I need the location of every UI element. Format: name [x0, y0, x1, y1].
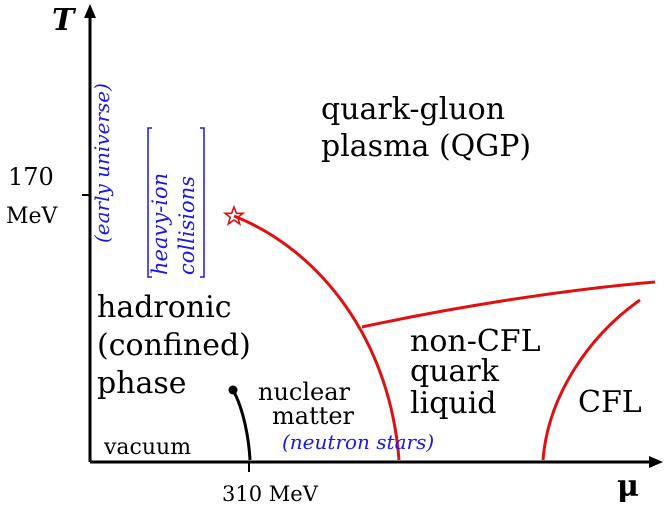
y-tick-value: 170 — [8, 163, 54, 191]
y-tick-unit: MeV — [6, 204, 58, 229]
noncfl-label-line3: liquid — [410, 386, 497, 421]
nuclear-matter-label-line2: matter — [272, 402, 355, 430]
early-universe-label: (early universe) — [90, 83, 114, 243]
noncfl-qgp-boundary — [361, 280, 656, 329]
noncfl-label-line1: non-CFL — [410, 324, 541, 359]
heavy-ion-label-line1: heavy-ion — [148, 172, 172, 275]
y-axis-arrow — [84, 4, 96, 18]
qgp-label-line2: plasma (QGP) — [321, 129, 532, 164]
qgp-label-line1: quark-gluon — [321, 92, 506, 127]
noncfl-label-line2: quark — [410, 354, 499, 389]
cfl-label: CFL — [578, 385, 642, 420]
nuclear-matter-line — [231, 389, 252, 461]
y-axis-label: T — [52, 3, 75, 38]
x-axis-arrow — [649, 456, 663, 468]
nuclear-matter-label-line1: nuclear — [258, 378, 351, 406]
x-axis-label: μ — [617, 469, 639, 504]
heavy-ion-brace — [147, 127, 205, 278]
hadron-qgp-boundary — [233, 214, 401, 461]
cfl-boundary — [541, 298, 641, 461]
hadronic-label-line2: (confined) — [97, 328, 251, 363]
vacuum-label: vacuum — [104, 435, 192, 460]
hadronic-label-line1: hadronic — [97, 290, 232, 325]
hadronic-label-line3: phase — [97, 366, 187, 401]
critical-point-star — [222, 204, 246, 226]
x-tick-label: 310 MeV — [222, 482, 318, 506]
heavy-ion-label-line2: collisions — [175, 176, 199, 275]
neutron-stars-label: (neutron stars) — [282, 430, 435, 454]
